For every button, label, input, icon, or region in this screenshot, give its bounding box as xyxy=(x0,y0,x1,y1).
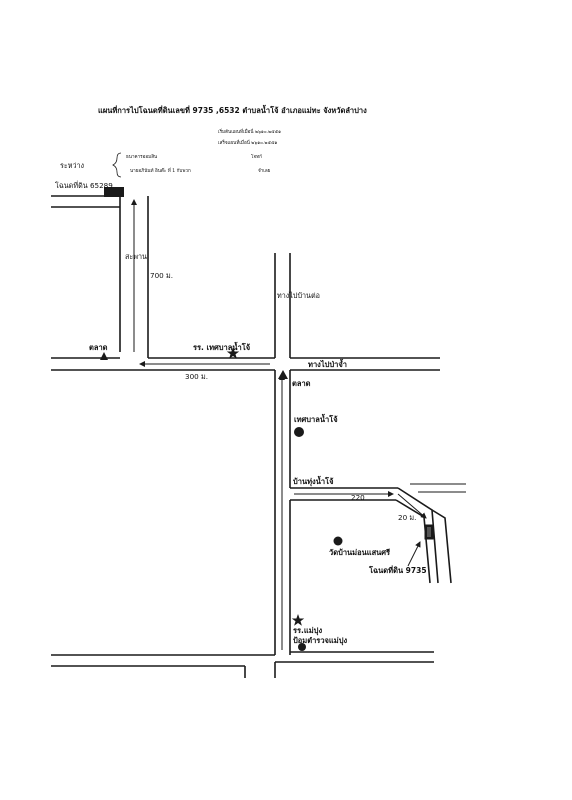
to-ban-pa-label: ทางไปป่าจ้ำ xyxy=(308,358,347,369)
measure-start-text: เริ่มต้นแผนที่เมื่อนี่ ๒๖๑๐.๒๕๕๑ xyxy=(218,128,281,135)
school-label: รร. เทศบาลน้ำโจ้ xyxy=(193,341,250,352)
distance-20-label: 20 ม. xyxy=(398,513,416,522)
parcel-65289-marker xyxy=(104,187,124,197)
measure-end-text: เสร็จแผนที่เมื่อนี่ ๒๖๑๐.๒๕๕๑ xyxy=(218,138,277,146)
parcel-65289-label: โฉนดที่ดิน 65289 xyxy=(55,181,113,190)
temple-circle xyxy=(333,536,343,546)
municipality-circle xyxy=(294,427,304,437)
municipality-label: เทศบาลน้ำโจ้ xyxy=(294,413,338,424)
arrow-to-parcel-9735 xyxy=(407,541,421,567)
market-left-triangle xyxy=(100,352,108,360)
school-maepong-label: รร.แม่ปุง xyxy=(293,626,322,635)
parcel-9735-inner xyxy=(427,527,431,537)
distance-220-label: 220 xyxy=(351,493,365,502)
distance-300-label: 300 ม. xyxy=(185,372,208,381)
to-ban-pong-label: ทางไปบ้านต่อ xyxy=(277,291,320,300)
arrow-diagonal xyxy=(397,493,427,519)
road-diagonal-c xyxy=(431,509,452,584)
parcel-9735-label: โฉนดที่ดิน 9735 xyxy=(368,564,427,575)
police-post-circle xyxy=(298,643,306,651)
plaintiff-label: โจทก์ xyxy=(251,153,262,160)
market-right-triangle xyxy=(278,370,288,379)
ban-thung-label: บ้านทุ่งน้ำโจ้ xyxy=(293,475,333,486)
school-maepong-star-icon xyxy=(291,614,305,626)
bridge-label: สะพาน xyxy=(125,252,147,261)
distance-700-label: 700 ม. xyxy=(150,271,173,280)
defendant-label: จำเลย xyxy=(258,168,271,174)
temple-label: วัดบ้านม่อนแสนศรี xyxy=(329,548,391,557)
bank-name-text: ธนาคารออมสิน xyxy=(126,154,158,160)
school-star-icon xyxy=(226,347,240,359)
brace-shape xyxy=(112,152,122,178)
defendant-name-text: นายอภินันท์ อินต๊ะ ที่ 1 กับพวก xyxy=(130,167,191,174)
market-left-label: ตลาด xyxy=(89,343,108,352)
between-label: ระหว่าง xyxy=(60,161,84,170)
map-title: แผนที่การไปโฉนดที่ดินเลขที่ 9735 ,6532 ต… xyxy=(98,104,367,115)
market-right-label: ตลาด xyxy=(292,379,311,388)
police-post-label: ป้อมตำรวจแม่ปุง xyxy=(293,636,347,645)
